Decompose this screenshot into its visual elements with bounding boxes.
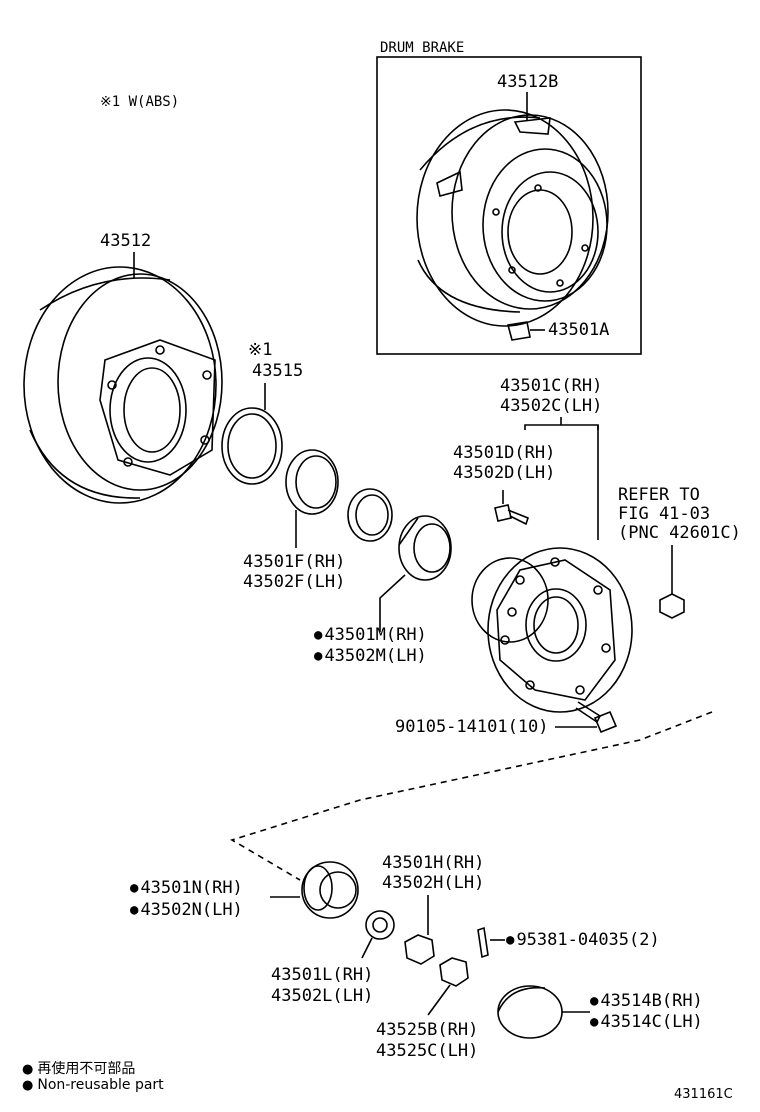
part-95381-04035[interactable]: 95381-04035(2) bbox=[506, 930, 659, 951]
nut-lock-cap bbox=[427, 957, 469, 1016]
legend-en: ●Non-reusable part bbox=[22, 1077, 164, 1093]
oil-seal bbox=[285, 449, 339, 548]
part-43501D[interactable]: 43501D(RH) bbox=[453, 443, 556, 463]
abs-sensor-ring bbox=[221, 383, 283, 485]
outer-bearing bbox=[270, 861, 359, 919]
part-43501F[interactable]: 43501F(RH) bbox=[243, 552, 346, 572]
bearing-race bbox=[347, 488, 393, 542]
part-43501H[interactable]: 43501H(RH) bbox=[382, 853, 485, 873]
part-43502F[interactable]: 43502F(LH) bbox=[243, 572, 346, 592]
legend-jp: ●再使用不可部品 bbox=[22, 1061, 136, 1077]
part-43501N[interactable]: 43501N(RH) bbox=[130, 878, 242, 899]
brake-rotor bbox=[23, 252, 223, 504]
inner-bearing bbox=[379, 515, 452, 632]
refer-line-3[interactable]: (PNC 42601C) bbox=[618, 523, 741, 543]
refer-line-1: REFER TO bbox=[618, 485, 700, 505]
part-43502C[interactable]: 43502C(LH) bbox=[500, 396, 603, 416]
part-43514C[interactable]: 43514C(LH) bbox=[590, 1012, 702, 1033]
cotter-pin bbox=[477, 926, 505, 959]
abs-note: ※1 W(ABS) bbox=[100, 94, 180, 110]
brake-drum bbox=[416, 92, 609, 327]
part-43512[interactable]: 43512 bbox=[100, 231, 152, 251]
part-43501M[interactable]: 43501M(RH) bbox=[314, 625, 426, 646]
part-43512B[interactable]: 43512B bbox=[497, 72, 559, 92]
legend-bullet-icon: ● bbox=[22, 1062, 34, 1077]
part-43515[interactable]: 43515 bbox=[252, 361, 304, 381]
part-43502L[interactable]: 43502L(LH) bbox=[271, 986, 374, 1006]
part-43501L[interactable]: 43501L(RH) bbox=[271, 965, 374, 985]
hub-bolt-lower bbox=[555, 701, 618, 734]
axle-hub bbox=[471, 417, 633, 713]
hub-nut-refer bbox=[659, 545, 685, 619]
part-43501A-shape bbox=[506, 321, 531, 341]
drum-brake-box bbox=[376, 56, 642, 355]
part-43525C[interactable]: 43525C(LH) bbox=[376, 1041, 479, 1061]
note-mark: ※1 bbox=[248, 340, 273, 360]
lock-nut bbox=[404, 895, 435, 965]
drawing-number: 431161C bbox=[674, 1087, 733, 1102]
drum-brake-title: DRUM BRAKE bbox=[380, 40, 465, 56]
part-43502M[interactable]: 43502M(LH) bbox=[314, 646, 426, 667]
grease-cap bbox=[497, 985, 590, 1039]
part-43502N[interactable]: 43502N(LH) bbox=[130, 900, 242, 921]
part-90105-14101[interactable]: 90105-14101(10) bbox=[395, 717, 549, 737]
part-43502H[interactable]: 43502H(LH) bbox=[382, 873, 485, 893]
dashed-link-line bbox=[230, 711, 713, 881]
hub-bolt-upper bbox=[494, 490, 529, 526]
part-43514B[interactable]: 43514B(RH) bbox=[590, 991, 702, 1012]
claw-washer bbox=[361, 910, 395, 959]
part-43525B[interactable]: 43525B(RH) bbox=[376, 1020, 479, 1040]
refer-line-2[interactable]: FIG 41-03 bbox=[618, 504, 711, 524]
part-43501A[interactable]: 43501A bbox=[548, 320, 610, 340]
part-43502D[interactable]: 43502D(LH) bbox=[453, 463, 556, 483]
legend-bullet-icon: ● bbox=[22, 1078, 34, 1093]
part-43501C[interactable]: 43501C(RH) bbox=[500, 376, 603, 396]
